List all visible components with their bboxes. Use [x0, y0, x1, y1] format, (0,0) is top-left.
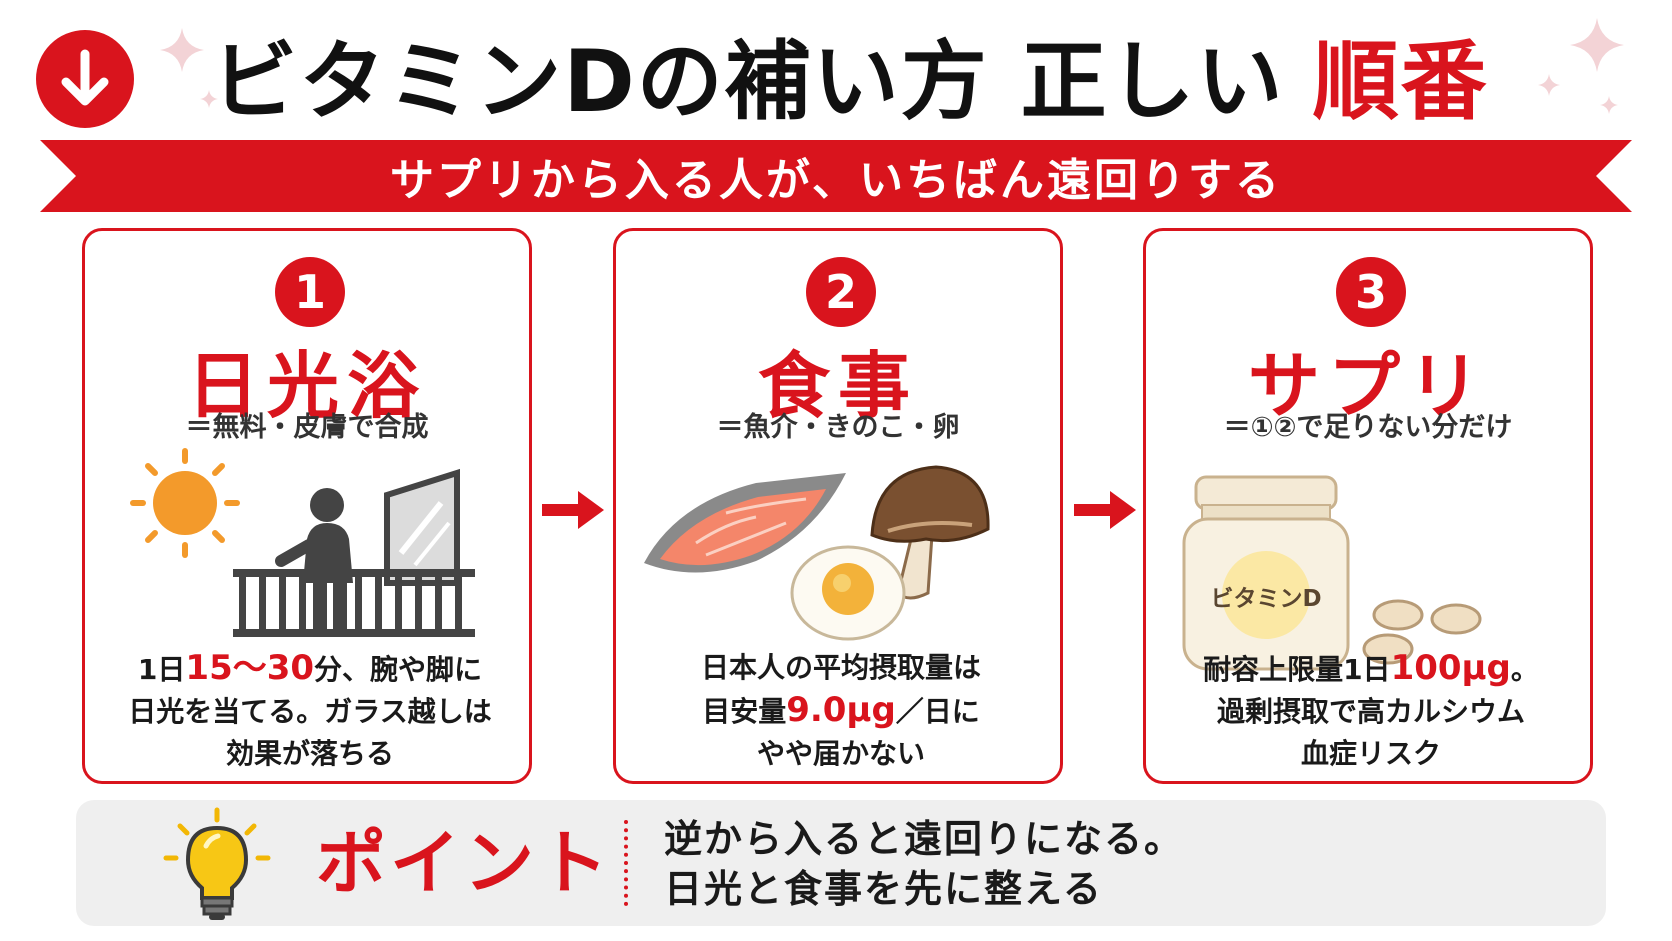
step-title: サプリ: [1247, 344, 1488, 428]
tablet-icon: [1362, 599, 1482, 665]
mushroom-icon: [870, 465, 990, 600]
bottle-label: ビタミンD: [1210, 586, 1322, 612]
step-card-meals: 2 食事 ＝魚介・きのこ・卵 日本人の平均摂取量は 目安量9.0μg／日に やや…: [613, 228, 1063, 784]
sparkle-icon: [160, 28, 204, 72]
supplement-illustration: ビタミンD: [1166, 443, 1576, 673]
subtitle-banner: サプリから入る人が、いちばん遠回りする: [40, 140, 1632, 212]
down-arrow-icon: [36, 30, 134, 128]
point-label: ポイント: [316, 822, 612, 904]
desc-text: ／日に: [895, 695, 980, 728]
point-line: 日光と食事を先に整える: [664, 867, 1103, 911]
desc-text: 分、腕や脚に: [314, 653, 483, 686]
sun-icon: [130, 448, 240, 558]
food-illustration: [644, 465, 990, 641]
step-description: 耐容上限量1日100μg。 過剰摂取で高カルシウム 血症リスク: [1156, 647, 1586, 775]
step-number-badge: 1: [275, 257, 345, 327]
step-title: 日光浴: [186, 344, 427, 428]
desc-text: 1日: [137, 653, 186, 686]
sparkle-icon: [200, 90, 218, 108]
person-balcony-icon: [275, 488, 353, 633]
step-subtitle: ＝魚介・きのこ・卵: [716, 412, 960, 443]
step-subtitle: ＝無料・皮膚で合成: [185, 412, 429, 443]
desc-highlight: 15～30: [185, 648, 315, 688]
salmon-icon: [644, 473, 846, 573]
step-card-supplement: 3 サプリ ＝①②で足りない分だけ ビタミンD 耐容上限量1日100μg。 過剰…: [1143, 228, 1593, 784]
sparkle-icon: [1570, 18, 1624, 72]
step-description: 日本人の平均摂取量は 目安量9.0μg／日に やや届かない: [626, 647, 1056, 775]
egg-icon: [790, 545, 906, 641]
desc-text: 日光を当てる。ガラス越しは: [128, 695, 492, 728]
supplement-bottle-icon: [1182, 475, 1482, 671]
title-main: ビタミンDの補い方 正しい: [211, 31, 1285, 132]
desc-highlight: 9.0μg: [786, 690, 896, 730]
point-box: ポイント 逆から入ると遠回りになる。 日光と食事を先に整える: [76, 800, 1606, 926]
step-number-badge: 3: [1336, 257, 1406, 327]
banner-text: サプリから入る人が、いちばん遠回りする: [389, 155, 1283, 206]
right-arrow-icon: [1074, 491, 1136, 529]
page-title: ビタミンDの補い方 正しい順番: [150, 8, 1550, 138]
desc-text: 目安量: [702, 695, 787, 728]
desc-text: 日本人の平均摂取量は: [700, 651, 981, 684]
step-card-sunbathing: 1 日光浴 ＝無料・皮膚で合成: [82, 228, 532, 784]
title-accent: 順番: [1312, 31, 1489, 132]
step-title: 食事: [757, 344, 918, 428]
point-divider: [624, 820, 628, 906]
desc-highlight: 100μg: [1390, 648, 1511, 688]
desc-text: 血症リスク: [1300, 737, 1441, 770]
desc-text: やや届かない: [756, 737, 925, 770]
window-icon: [384, 468, 460, 586]
lightbulb-icon: [163, 807, 271, 920]
sunbathing-illustration: [130, 448, 475, 637]
desc-text: 耐容上限量1日: [1203, 653, 1391, 686]
step-description: 1日15～30分、腕や脚に 日光を当てる。ガラス越しは 効果が落ちる: [95, 647, 525, 775]
desc-text: 。: [1510, 653, 1539, 686]
sparkle-icon: [1600, 96, 1618, 114]
balcony-railing: [233, 569, 475, 637]
step-number-badge: 2: [806, 257, 876, 327]
desc-text: 過剰摂取で高カルシウム: [1216, 695, 1525, 728]
point-line: 逆から入ると遠回りになる。: [664, 817, 1185, 861]
point-text: 逆から入ると遠回りになる。 日光と食事を先に整える: [664, 814, 1564, 914]
sparkle-icon: [1538, 74, 1560, 96]
right-arrow-icon: [542, 491, 604, 529]
desc-text: 効果が落ちる: [225, 737, 394, 770]
step-subtitle: ＝①②で足りない分だけ: [1223, 412, 1513, 443]
